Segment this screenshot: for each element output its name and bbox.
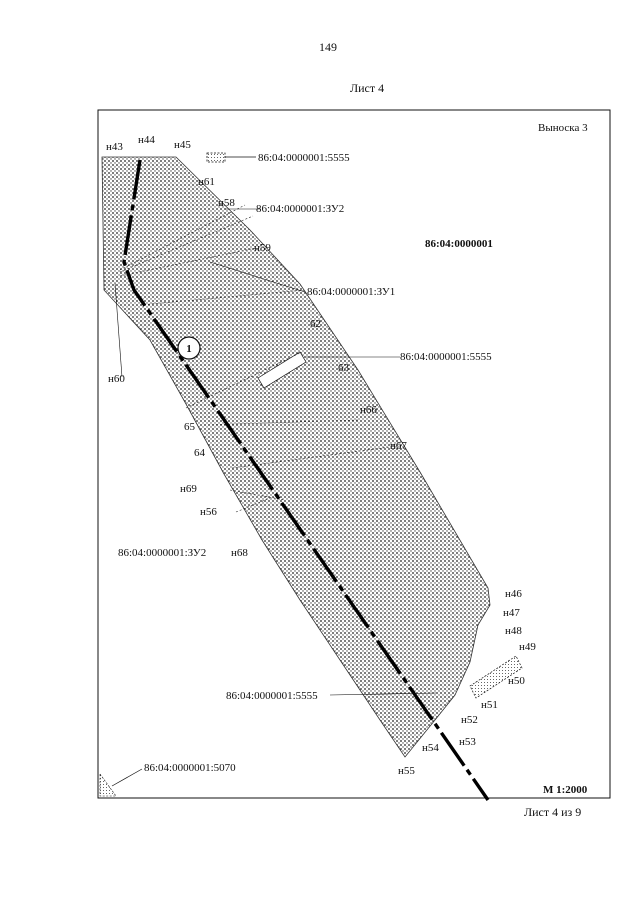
parcel-5555-strip-bottom — [469, 655, 523, 699]
point-label: н53 — [459, 736, 476, 748]
parcel-label: 86:04:0000001:5070 — [144, 762, 236, 774]
point-label: н58 — [218, 197, 235, 209]
page-number: 149 — [319, 40, 337, 54]
inset-title: Выноска 3 — [538, 122, 588, 134]
road-centerline — [122, 159, 490, 801]
inset-frame — [97, 109, 611, 799]
point-label: 65 — [184, 421, 196, 433]
parcel-label: 86:04:0000001:5555 — [226, 690, 318, 702]
point-label: н55 — [398, 765, 415, 777]
point-label: н49 — [519, 641, 536, 653]
point-label: н66 — [360, 404, 377, 416]
point-label: н45 — [174, 139, 191, 151]
internal-boundaries — [119, 204, 391, 513]
point-label: н43 — [106, 141, 123, 153]
point-label: н68 — [231, 547, 248, 559]
point-label: н51 — [481, 699, 498, 711]
sheet-title: Лист 4 — [350, 81, 385, 95]
parcel-5555-swatch — [206, 152, 226, 163]
point-label: 62 — [310, 318, 321, 330]
point-label: 64 — [194, 447, 206, 459]
parcel-label: 86:04:0000001:ЗУ2 — [118, 547, 206, 559]
point-label: н44 — [138, 134, 155, 146]
block-number: 86:04:0000001 — [425, 238, 493, 250]
parcel-label: 86:04:0000001:5555 — [400, 351, 492, 363]
map-scale: М 1:2000 — [543, 784, 588, 796]
point-label: н50 — [508, 675, 525, 687]
parcel-label: 86:04:0000001:ЗУ2 — [256, 203, 344, 215]
leader-lines — [114, 208, 437, 696]
point-label: н67 — [390, 440, 407, 452]
route-number: 1 — [186, 343, 192, 355]
point-label: н48 — [505, 625, 522, 637]
parcel-label: 86:04:0000001:ЗУ1 — [307, 286, 395, 298]
point-label: н60 — [108, 373, 125, 385]
point-label: н69 — [180, 483, 197, 495]
point-label: н52 — [461, 714, 478, 726]
parcel-5070 — [99, 773, 117, 797]
point-label: н46 — [505, 588, 522, 600]
point-label: н56 — [200, 506, 217, 518]
sheet-counter: Лист 4 из 9 — [524, 805, 582, 819]
point-label: н61 — [198, 176, 215, 188]
route-marker — [177, 336, 201, 360]
parcel-5555-strip — [257, 351, 307, 389]
point-label: 63 — [338, 362, 350, 374]
parcel-label: 86:04:0000001:5555 — [258, 152, 350, 164]
point-label: н59 — [254, 242, 271, 254]
point-label: н54 — [422, 742, 439, 754]
parcel-area — [101, 156, 491, 758]
point-label: н47 — [503, 607, 520, 619]
